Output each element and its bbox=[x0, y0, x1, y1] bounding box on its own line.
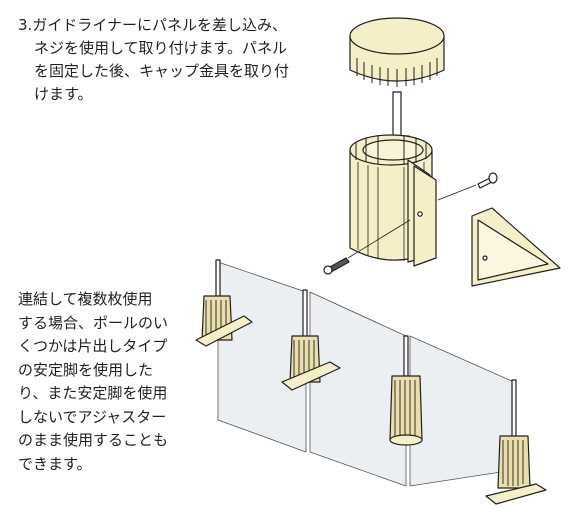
note-line-3: くつかは片出しタイプ bbox=[18, 337, 168, 355]
note-line-2: する場合、ポールのい bbox=[18, 313, 169, 332]
step-line-1: 3.ガイドライナーにパネルを差し込み、 bbox=[18, 16, 288, 34]
note-line-4: の安定脚を使用した bbox=[18, 360, 154, 379]
stabilizer-foot-1 bbox=[195, 295, 253, 347]
screw-right-icon bbox=[477, 172, 498, 189]
stabilizer-foot-2 bbox=[281, 335, 341, 391]
note-line-8: できます。 bbox=[18, 454, 92, 473]
note-line-1: 連結して複数枚使用 bbox=[18, 290, 153, 308]
cap-part bbox=[349, 17, 445, 87]
screw-left-icon bbox=[323, 257, 350, 275]
note-line-6: しないでアジャスター bbox=[18, 407, 167, 426]
connection-note: 連結して複数枚使用 する場合、ポールのい くつかは片出しタイプ の安定脚を使用し… bbox=[18, 288, 208, 476]
panel-corner-part bbox=[471, 207, 561, 287]
step-line-3: を固定した後、キャップ金具を取り付 bbox=[34, 62, 290, 80]
guide-liner-post bbox=[349, 134, 437, 267]
connected-panels bbox=[215, 259, 517, 487]
note-line-5: り、また安定脚を使用 bbox=[18, 384, 168, 402]
step-line-2: ネジを使用して取り付けます。パネル bbox=[34, 39, 288, 57]
note-line-7: のまま使用することも bbox=[18, 431, 169, 449]
step-3-instructions: 3.ガイドライナーにパネルを差し込み、 ネジを使用して取り付けます。パネル を固… bbox=[18, 14, 318, 106]
screw-guide-lines bbox=[347, 184, 477, 259]
step-line-4: けます。 bbox=[34, 85, 93, 103]
stabilizer-foot-4 bbox=[485, 435, 547, 505]
adjuster-foot-3 bbox=[389, 375, 423, 446]
